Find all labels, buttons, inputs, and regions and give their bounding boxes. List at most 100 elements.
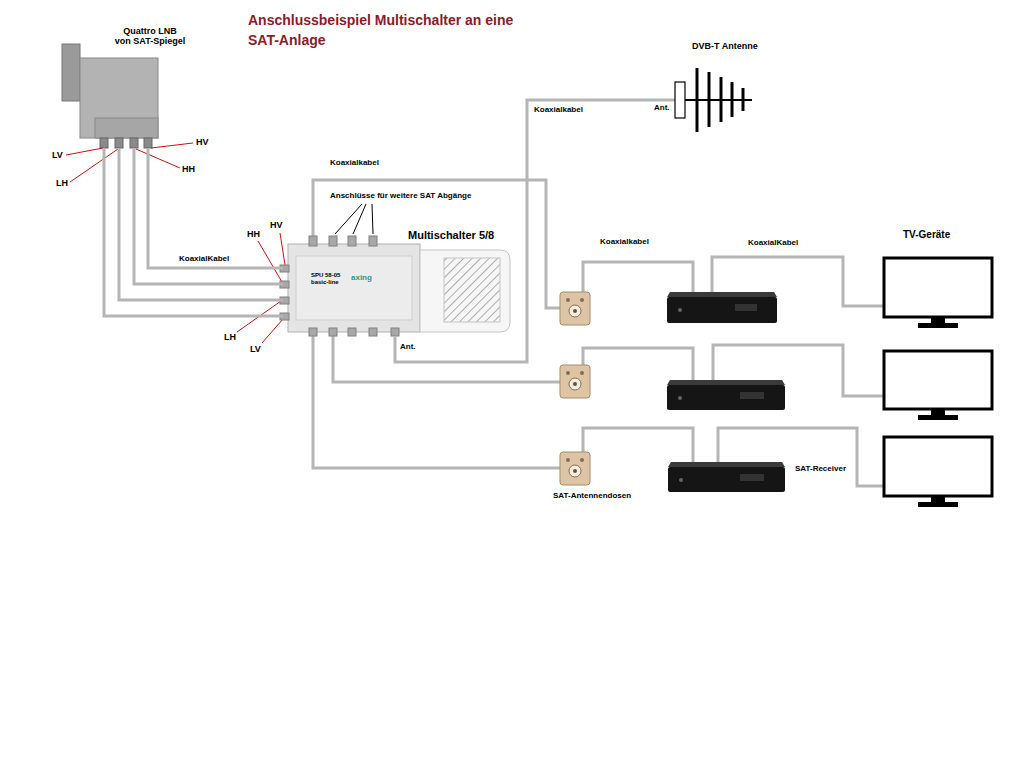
device-label: SAT-Receiver — [795, 464, 846, 473]
device-line: basic-line — [311, 279, 339, 286]
tv-set — [918, 502, 958, 507]
antenna-socket — [566, 458, 570, 462]
cable-label: KoaxialKabel — [178, 254, 230, 263]
sat-receiver — [678, 396, 682, 400]
quattro-lnb — [95, 118, 158, 138]
port-label: HH — [247, 229, 260, 239]
coax-wire — [650, 99, 675, 102]
port-label: LH — [224, 332, 236, 342]
sat-receiver — [740, 392, 764, 399]
multiswitch-box: Multischalter 5/8SPU 58-05basic-lineaxin… — [283, 228, 513, 336]
group-heading: TV-Geräte — [903, 229, 950, 241]
multiswitch — [369, 236, 377, 246]
antenna-socket — [580, 371, 584, 375]
sat-receiver — [678, 308, 682, 312]
tv-set — [884, 351, 992, 409]
sat-receiver — [667, 380, 785, 385]
antenna-socket — [566, 298, 570, 302]
antenna-socket — [573, 309, 577, 313]
antenna-socket — [560, 452, 590, 485]
antenna-socket — [573, 469, 577, 473]
dvbt-antenna — [675, 68, 752, 132]
sat-receiver — [667, 297, 777, 323]
coax-cable — [104, 148, 283, 316]
quattro-lnb — [130, 138, 138, 148]
multiswitch — [329, 236, 337, 246]
coax-cable — [134, 148, 283, 284]
antenna-socket — [566, 371, 570, 375]
leader-line — [353, 204, 366, 234]
antenna-socket — [580, 298, 584, 302]
multiswitch — [391, 328, 399, 336]
antenna-socket — [560, 292, 590, 325]
port-label: Ant. — [654, 103, 670, 112]
multiswitch — [420, 250, 510, 332]
leader-line — [335, 204, 373, 234]
leader-line — [372, 204, 373, 234]
sat-receiver — [667, 292, 777, 297]
antenna-socket — [580, 458, 584, 462]
antenna-socket — [573, 382, 577, 386]
coax-wire — [718, 428, 883, 486]
antenna-socket — [560, 365, 590, 398]
port-label: HV — [270, 220, 283, 230]
leader-line — [335, 204, 362, 234]
quattro-lnb — [100, 138, 108, 148]
diagram-title: Anschlussbeispiel Multischalter an eine … — [248, 10, 528, 50]
multiswitch — [309, 236, 317, 246]
coax-cable — [395, 100, 650, 362]
tv-set — [931, 318, 945, 323]
multiswitch — [348, 236, 356, 246]
port-label: HH — [182, 164, 195, 174]
lnb-box: Quattro LNB von SAT-Spiegel — [60, 24, 196, 148]
leader-line — [66, 143, 285, 343]
cable-label: Koaxialkabel — [533, 105, 584, 114]
tv-set — [884, 258, 992, 317]
port-label: LV — [250, 344, 261, 354]
coax-wire — [313, 336, 560, 468]
leader-line — [70, 149, 118, 182]
tv-set — [884, 258, 992, 507]
coax-wire — [583, 262, 693, 293]
dvbt-antenna — [720, 77, 723, 122]
sat-receiver — [735, 304, 757, 311]
dvbt-antenna — [731, 82, 734, 117]
coax-cable — [148, 148, 283, 268]
leader-line — [66, 148, 103, 155]
coax-wire — [583, 428, 693, 463]
multiswitch — [309, 328, 317, 336]
output-note: Anschlüsse für weitere SAT Abgänge — [330, 191, 471, 200]
sat-receiver — [667, 292, 785, 492]
sat-receiver — [740, 474, 764, 481]
coax-cable — [119, 148, 283, 300]
tv-set — [931, 410, 945, 415]
leader-line — [136, 149, 180, 168]
antenna-socket — [569, 305, 581, 317]
quattro-lnb — [62, 44, 158, 148]
node-heading: DVB-T Antenne — [692, 41, 758, 51]
sat-receiver — [668, 462, 785, 467]
port-label: LV — [52, 150, 63, 160]
multiswitch — [369, 328, 377, 336]
port-label: Ant. — [400, 342, 416, 351]
antenna-socket — [560, 292, 590, 485]
dvbt-antenna — [696, 68, 699, 132]
dvbt-antenna — [742, 88, 745, 111]
tv-set — [884, 437, 992, 496]
brand-logo: axing — [351, 273, 372, 282]
dvbt-antenna — [675, 82, 685, 118]
sat-receiver — [668, 467, 785, 492]
cable-label: KoaxialKabel — [748, 238, 798, 247]
port-label: HV — [196, 137, 209, 147]
dvbt-antenna — [708, 72, 711, 127]
multiswitch — [288, 244, 420, 332]
device-label: SAT-Antennendosen — [553, 491, 631, 500]
sat-receiver — [679, 478, 683, 482]
port-label: LH — [56, 178, 68, 188]
quattro-lnb — [144, 138, 152, 148]
antenna-socket — [569, 378, 581, 390]
device-model: SPU 58-05 — [311, 272, 340, 279]
